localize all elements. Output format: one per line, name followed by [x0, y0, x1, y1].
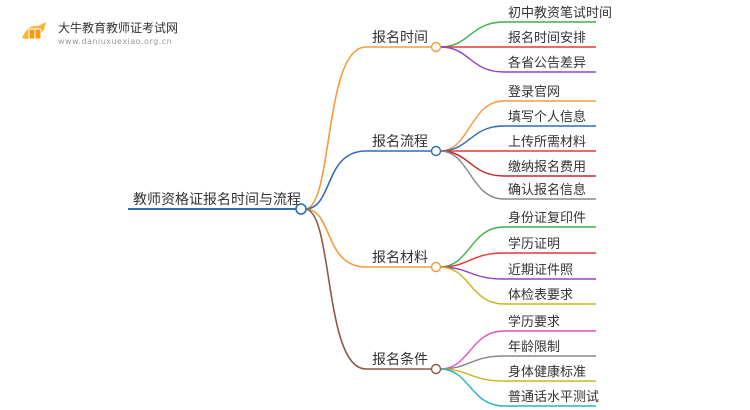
- branch-connector: [304, 46, 367, 210]
- branch-node: [430, 363, 442, 375]
- leaf-connector: [439, 330, 505, 370]
- leaf-connector: [439, 125, 505, 152]
- branch-node: [430, 261, 442, 273]
- leaf-label: 年龄限制: [508, 340, 560, 355]
- leaf-connector: [439, 21, 505, 48]
- leaf-label: 身份证复印件: [508, 210, 586, 226]
- leaf-connector: [439, 100, 505, 152]
- leaf-connector: [439, 46, 505, 73]
- leaf-label: 身体健康标准: [508, 364, 586, 380]
- leaf-label: 初中教资笔试时间: [508, 5, 612, 21]
- leaf-label: 上传所需材料: [508, 135, 586, 150]
- branch-node: [430, 41, 442, 53]
- leaf-label: 学历要求: [508, 314, 560, 330]
- leaf-label: 近期证件照: [508, 263, 573, 278]
- branch-connector: [304, 150, 367, 210]
- leaf-label: 确认报名信息: [508, 182, 586, 198]
- branch-label: 报名条件: [372, 351, 428, 368]
- leaf-connector: [439, 226, 505, 268]
- branch-node: [430, 145, 442, 157]
- leaf-label: 缴纳报名费用: [508, 159, 586, 175]
- leaf-label: 登录官网: [508, 84, 560, 100]
- leaf-connector: [439, 150, 505, 177]
- leaf-label: 报名时间安排: [508, 30, 586, 46]
- branch-label: 报名时间: [372, 30, 428, 46]
- root-label: 教师资格证报名时间与流程: [133, 192, 301, 208]
- branch-label: 报名材料: [372, 250, 428, 266]
- root-node: [295, 203, 307, 215]
- logo-domain: www.daniuxuexiao.org.cn: [58, 37, 173, 46]
- leaf-label: 体检表要求: [508, 288, 573, 303]
- branch-label: 报名流程: [372, 134, 428, 150]
- leaf-label: 学历证明: [508, 236, 560, 252]
- branch-connector: [304, 208, 367, 268]
- leaf-connector: [439, 150, 505, 200]
- branch-connector: [304, 208, 367, 370]
- leaf-label: 各省公告差异: [508, 55, 586, 71]
- leaf-label: 填写个人信息: [508, 109, 586, 125]
- leaf-connector: [439, 266, 505, 305]
- leaf-label: 普通话水平测试: [508, 390, 599, 405]
- site-logo[interactable]: 大牛教育教师证考试网 www.daniuxuexiao.org.cn: [14, 14, 224, 50]
- leaf-connector: [439, 368, 505, 407]
- logo-name: 大牛教育教师证考试网: [58, 21, 179, 35]
- book-icon: [22, 22, 46, 40]
